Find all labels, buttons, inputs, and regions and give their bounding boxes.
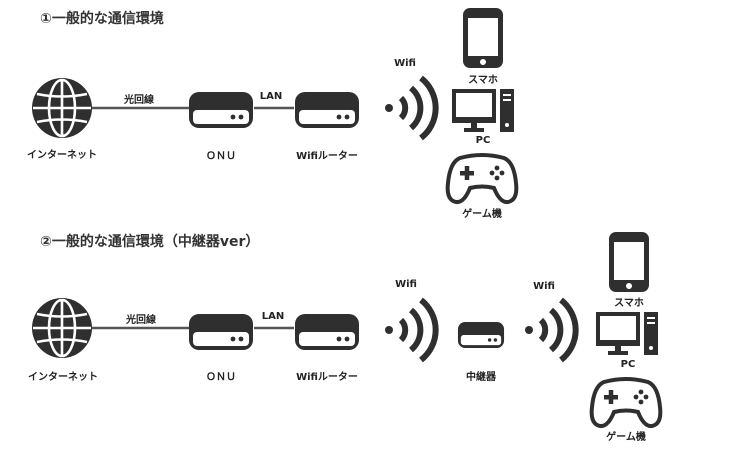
smartphone-icon [609, 232, 649, 292]
smartphone-label: スマホ [614, 298, 644, 309]
pc-label: PC [620, 359, 636, 370]
router-label: Wifiルーター [296, 372, 358, 383]
onu-icon [189, 92, 253, 128]
internet-globe-icon [30, 76, 94, 140]
section2-title: ②一般的な通信環境（中継器ver） [40, 234, 260, 250]
onu-label: ＯＮＵ [206, 151, 236, 162]
game-controller-icon [589, 377, 663, 429]
game-controller-icon [445, 153, 519, 205]
lan-label: LAN [259, 91, 283, 102]
wifi-label: Wifi [394, 58, 416, 69]
router-icon [295, 92, 359, 128]
smartphone-label: スマホ [468, 75, 498, 86]
router-icon [295, 314, 359, 350]
game-label: ゲーム機 [462, 209, 502, 220]
pc-icon [452, 89, 514, 132]
smartphone-icon [463, 8, 503, 68]
game-label: ゲーム機 [606, 432, 646, 443]
wifi-label: Wifi [533, 281, 555, 292]
wifi-label: Wifi [395, 279, 417, 290]
section2-diagram [30, 232, 663, 429]
internet-label: インターネット [28, 372, 98, 383]
lan-label: LAN [261, 311, 285, 322]
wifi-signal-icon [525, 300, 576, 360]
internet-label: インターネット [27, 150, 97, 161]
onu-label: ＯＮＵ [206, 372, 236, 383]
wifi-signal-icon [385, 300, 436, 360]
onu-icon [189, 314, 253, 350]
fiber-label: 光回線 [126, 315, 156, 326]
repeater-label: 中継器 [466, 372, 496, 383]
router-label: Wifiルーター [296, 151, 358, 162]
section1-diagram [30, 8, 519, 205]
pc-label: PC [475, 135, 491, 146]
wifi-signal-icon [385, 78, 436, 138]
fiber-label: 光回線 [124, 95, 154, 106]
internet-globe-icon [30, 296, 94, 360]
section1-title: ①一般的な通信環境 [40, 11, 164, 27]
pc-icon [596, 312, 658, 355]
repeater-icon [457, 322, 505, 348]
